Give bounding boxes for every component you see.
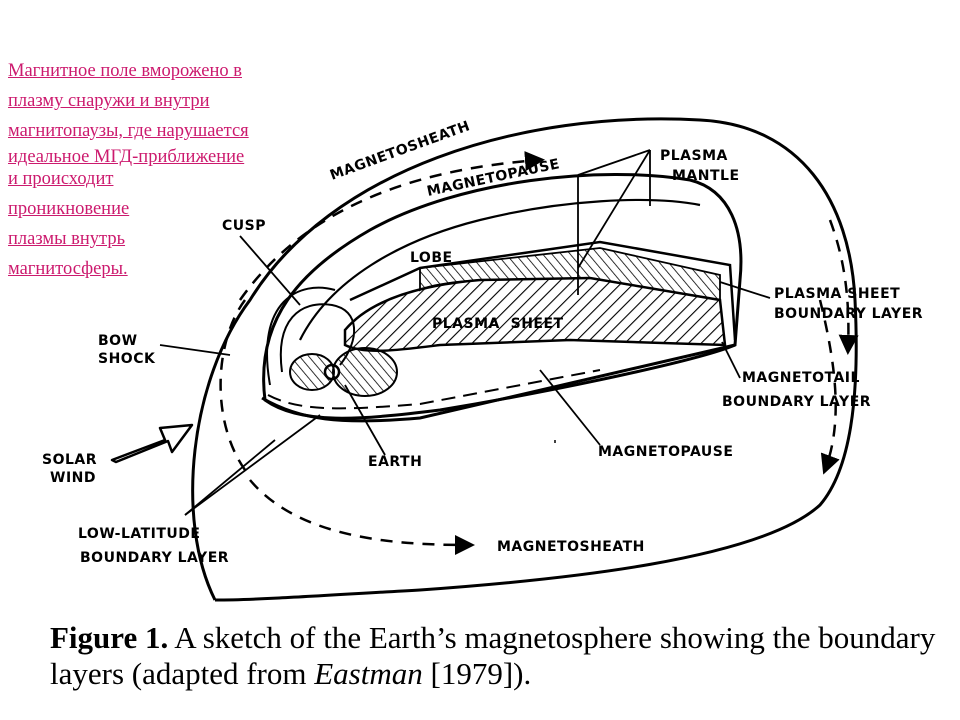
tail-box-top bbox=[349, 240, 737, 341]
note-line[interactable]: плазмы внутрь bbox=[8, 229, 126, 249]
label-psbl-2: BOUNDARY LAYER bbox=[774, 306, 923, 322]
magnetosheath-flow-right2 bbox=[828, 219, 859, 355]
note-line[interactable]: Магнитное поле вморожено в bbox=[8, 61, 242, 81]
plasma-sheet-boundary-layer bbox=[419, 247, 721, 302]
caption-text-1: A sketch of the Earth’s magnetosphere sh… bbox=[50, 620, 936, 691]
note-line[interactable]: магнитосферы. bbox=[8, 259, 128, 279]
leader-lines bbox=[159, 149, 771, 516]
magnetosheath-flow-bottom bbox=[249, 479, 475, 555]
plasma-mantle-line bbox=[299, 198, 701, 341]
label-magnetosheath-bottom: MAGNETOSHEATH bbox=[497, 539, 645, 555]
note-line[interactable]: магнитопаузы, где нарушается bbox=[8, 121, 249, 141]
magnetosheath-flow-right bbox=[818, 299, 840, 475]
russian-note-link[interactable]: Магнитное поле вморожено в плазму снаруж… bbox=[8, 56, 350, 284]
label-mtbl-1: MAGNETOTAIL bbox=[742, 370, 860, 386]
cusp-field-line bbox=[279, 303, 355, 373]
label-llbl-2: BOUNDARY LAYER bbox=[80, 550, 229, 566]
note-line[interactable]: идеальное МГД-приближение bbox=[8, 147, 245, 167]
label-bow-shock-1: BOW bbox=[98, 333, 138, 349]
solar-wind-arrow bbox=[110, 423, 194, 464]
dipole-loop-left bbox=[289, 353, 335, 391]
label-lobe: LOBE bbox=[410, 250, 453, 266]
label-solar-wind-2: WIND bbox=[50, 470, 96, 486]
note-line[interactable]: плазму снаружи и внутри bbox=[8, 91, 210, 111]
label-cusp: CUSP bbox=[222, 218, 266, 234]
label-bow-shock-2: SHOCK bbox=[98, 351, 156, 367]
bow-shock-line bbox=[191, 117, 858, 602]
figure-caption: Figure 1. A sketch of the Earth’s magnet… bbox=[50, 620, 950, 692]
dipole-loop-right bbox=[332, 347, 398, 397]
label-magnetopause-bottom: MAGNETOPAUSE bbox=[598, 444, 733, 460]
note-line[interactable]: и происходит bbox=[8, 169, 114, 189]
caption-author: Eastman bbox=[314, 656, 423, 691]
label-mtbl-2: BOUNDARY LAYER bbox=[722, 394, 871, 410]
label-llbl-1: LOW-LATITUDE bbox=[78, 526, 200, 542]
note-line[interactable]: проникновение bbox=[8, 199, 130, 219]
caption-text-2: [1979]). bbox=[422, 656, 532, 691]
label-plasma-mantle-2: MANTLE bbox=[672, 168, 740, 184]
tail-lower-surface bbox=[261, 343, 736, 423]
label-plasma-mantle-1: PLASMA bbox=[660, 148, 728, 164]
label-plasma-sheet: PLASMA SHEET bbox=[432, 316, 564, 332]
magnetosheath-flow-left bbox=[219, 299, 247, 471]
cusp-field-line2 bbox=[266, 286, 336, 386]
llbl-band bbox=[267, 369, 601, 410]
magnetopause-outer bbox=[262, 172, 743, 420]
caption-figure-label: Figure 1. bbox=[50, 620, 169, 655]
label-psbl-1: PLASMA SHEET bbox=[774, 286, 900, 302]
label-solar-wind-1: SOLAR bbox=[42, 452, 97, 468]
magnetosheath-flow-top bbox=[238, 151, 545, 301]
label-earth: EARTH bbox=[368, 454, 422, 470]
